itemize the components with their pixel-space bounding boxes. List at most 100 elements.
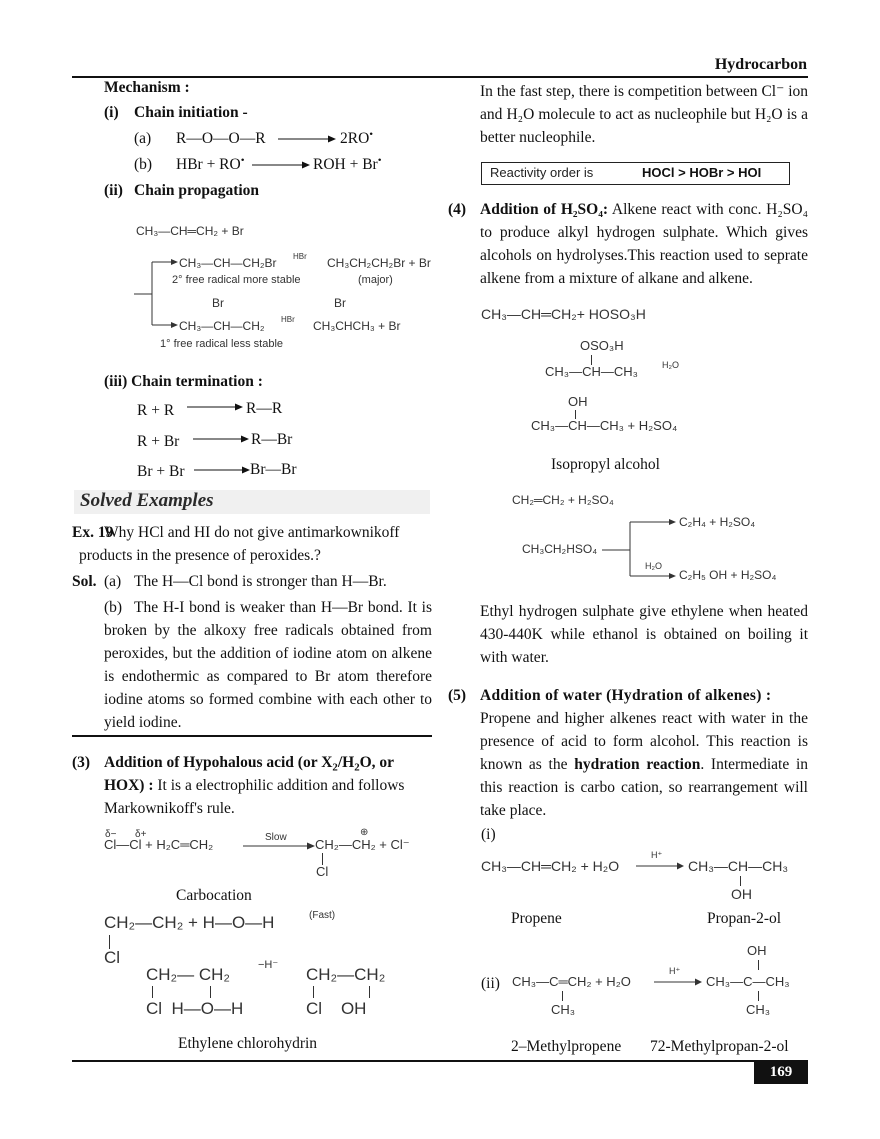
h2so4-oso3h: OSO₃H	[580, 338, 624, 353]
hox-cl: Cl	[316, 864, 329, 879]
step-ii-title: Chain propagation	[134, 182, 260, 199]
bond-line	[210, 986, 211, 998]
propagation-upper-reagent: HBr	[293, 252, 307, 261]
hydration-i-label: (i)	[481, 826, 496, 843]
hox-delta-plus: δ+	[135, 829, 147, 840]
s5-text-b: . Intermediate in this reaction is carbo…	[480, 756, 809, 819]
reactivity-label: Reactivity order is	[490, 165, 594, 180]
step-b-product-text: ROH + Br	[313, 156, 378, 173]
section-3-text: HOX) : It is a electrophilic addition an…	[104, 774, 434, 820]
isopropyl-label: Isopropyl alcohol	[551, 456, 660, 473]
methylpropene-label: 2–Methylpropene	[511, 1038, 622, 1055]
termination-2-left: R + Br	[137, 433, 180, 450]
hydration-1-reactants: CH₃—CH═CH₂ + H₂O	[481, 858, 620, 874]
section-5-text: Propene and higher alkenes react with wa…	[480, 707, 808, 822]
termination-3-right: Br—Br	[250, 461, 297, 478]
chlorohydrin-label: Ethylene chlorohydrin	[178, 1035, 318, 1052]
header-rule	[72, 76, 808, 78]
s3-title-a: Addition of Hypohalous acid (or X	[104, 754, 333, 771]
section-3-title: Addition of Hypohalous acid (or X2/H2O, …	[104, 754, 395, 774]
bond-line	[740, 876, 741, 886]
hydration-1-oh: OH	[731, 886, 752, 902]
hydration-2-catalyst: H⁺	[669, 966, 681, 976]
page-number-box: 169	[754, 1062, 808, 1084]
propagation-upper-note: 2° free radical more stable	[172, 274, 301, 286]
solution-label: Sol.	[72, 573, 97, 590]
step-b-product: ROH + Br•	[313, 154, 382, 173]
s3-title-d: HOX) :	[104, 777, 154, 794]
propagation-lower-intermediate: CH₃—CH—CH₂	[179, 319, 265, 333]
bond-line	[369, 986, 370, 998]
termination-2-right: R—Br	[251, 431, 293, 448]
propagation-start: CH₃—CH═CH₂ + Br	[136, 224, 244, 238]
solution-b-label: (b)	[104, 599, 123, 616]
hox-reactants: Cl—Cl + H₂C═CH₂	[104, 837, 214, 852]
reactivity-order: HOCl > HOBr > HOI	[642, 165, 762, 180]
nucleophile-paragraph: In the fast step, there is competition b…	[480, 83, 808, 146]
product-top: CH₂—CH₂	[306, 965, 386, 984]
ethyl-hydrogen-sulphate: CH₃CH₂HSO₄	[522, 542, 598, 556]
section-divider	[72, 735, 432, 737]
hox-slow-label: Slow	[265, 832, 287, 843]
reaction-arrow	[654, 978, 702, 986]
bond-line	[109, 935, 110, 949]
methylpropanol-label: 72-Methylpropan-2-ol	[650, 1038, 789, 1055]
s3-title-c: O, or	[359, 754, 395, 771]
bond-line	[322, 853, 323, 865]
s5-bold: hydration reaction	[574, 756, 701, 773]
termination-1-left: R + R	[137, 402, 175, 419]
solved-examples-banner: Solved Examples	[74, 490, 430, 514]
reactivity-box: Reactivity order is HOCl > HOBr > HOI	[481, 162, 790, 185]
propan-2-ol-label: Propan-2-ol	[707, 910, 782, 927]
reaction-arrow	[187, 403, 243, 411]
termination-1-right: R—R	[246, 400, 283, 417]
h2so4-oh: OH	[568, 394, 588, 409]
ethylene-branch	[602, 519, 676, 579]
ethylene-reactants: CH₂═CH₂ + H₂SO₄	[512, 493, 614, 507]
hydration-2-ch3-b: CH₃	[746, 1002, 771, 1017]
hox-product: CH₂—CH₂ + Cl⁻	[315, 837, 410, 852]
solution-a-label: (a)	[104, 573, 122, 590]
step-i-label: (i)	[104, 104, 119, 121]
reaction-arrow	[193, 435, 249, 443]
hydration-ii-label: (ii)	[481, 975, 500, 992]
reaction-arrow	[194, 466, 250, 474]
hydration-1-catalyst: H⁺	[651, 850, 663, 860]
reaction-arrow	[252, 161, 310, 169]
h2so4-product: CH₃—CH—CH₃ + H₂SO₄	[531, 418, 678, 433]
bond-line	[758, 991, 759, 1001]
ethylene-water: H₂O	[645, 561, 662, 571]
minus-h-label: −H⁻	[258, 959, 279, 971]
s3-body: It is a electrophilic addition and follo…	[104, 777, 405, 817]
step-b-reactant: HBr + RO•	[176, 154, 245, 173]
footer-rule	[72, 1060, 808, 1062]
section-4-title: Addition of H₂SO₄:	[480, 201, 609, 218]
h2so4-intermediate: CH₃—CH—CH₃	[545, 364, 638, 379]
propagation-branch	[134, 259, 178, 328]
solution-b-text: The H-I bond is weaker than H—Br bond. I…	[104, 599, 432, 731]
h2so4-reactants: CH₃—CH═CH₂+ HOSO₃H	[481, 306, 646, 322]
intermediate-bottom: Cl H—O—H	[146, 999, 244, 1018]
hydration-2-product: CH₃—C—CH₃	[706, 974, 790, 989]
fast-label: (Fast)	[309, 910, 336, 921]
propagation-upper-intermediate: CH₃—CH—CH₂Br	[179, 256, 277, 270]
bond-line	[313, 986, 314, 998]
h2so4-water: H₂O	[662, 360, 679, 370]
reaction-arrow	[278, 135, 336, 143]
propagation-upper-product: CH₃CH₂CH₂Br + Br	[327, 256, 431, 270]
carbocation-label: Carbocation	[176, 887, 252, 904]
section-4-body: Alkene react with conc. H₂SO₄ to produce…	[480, 201, 808, 287]
ethylene-paragraph: Ethyl hydrogen sulphate give ethylene wh…	[480, 603, 808, 666]
ethylene-upper-product: C₂H₄ + H₂SO₄	[679, 515, 756, 529]
step-a-product-text: 2RO	[340, 130, 370, 147]
propagation-lower-note: 1° free radical less stable	[160, 338, 284, 350]
s5-text-a: Propene and higher alkenes react with wa…	[480, 710, 808, 773]
propagation-lower-br-1: Br	[212, 296, 224, 310]
step-iii-title: (iii) Chain termination :	[104, 373, 263, 390]
propagation-lower-product: CH₃CHCH₃ + Br	[313, 319, 401, 333]
hydration-1-product: CH₃—CH—CH₃	[688, 858, 789, 874]
section-4-label: (4)	[448, 201, 467, 218]
propagation-lower-br-2: Br	[334, 296, 346, 310]
section-5-label: (5)	[448, 687, 467, 704]
solution-a-text: The H—Cl bond is stronger than H—Br.	[134, 573, 387, 590]
